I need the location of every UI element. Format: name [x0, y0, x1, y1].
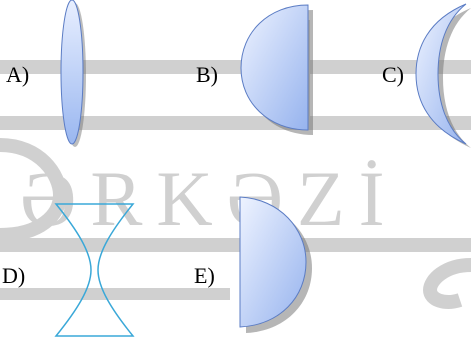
- watermark-bar-2: [0, 116, 471, 130]
- watermark-curl-left: [0, 138, 68, 242]
- watermark-bar-4: [0, 288, 230, 300]
- lens-a: [60, 0, 86, 147]
- lens-c: [415, 3, 471, 148]
- option-a-label: A): [6, 62, 30, 87]
- option-e-label: E): [194, 263, 215, 288]
- watermark: ƏRKƏZİ: [0, 20, 471, 309]
- option-b-label: B): [196, 62, 218, 87]
- watermark-curl-right: [422, 258, 471, 309]
- option-c-label: C): [382, 62, 404, 87]
- lens-e: [239, 196, 312, 333]
- watermark-bar-3: [0, 238, 471, 252]
- lens-d: [54, 203, 135, 337]
- option-d-label: D): [2, 263, 26, 288]
- watermark-bar-1: [0, 60, 471, 74]
- lens-b: [240, 4, 313, 135]
- watermark-text: ƏRKƏZİ: [20, 155, 399, 242]
